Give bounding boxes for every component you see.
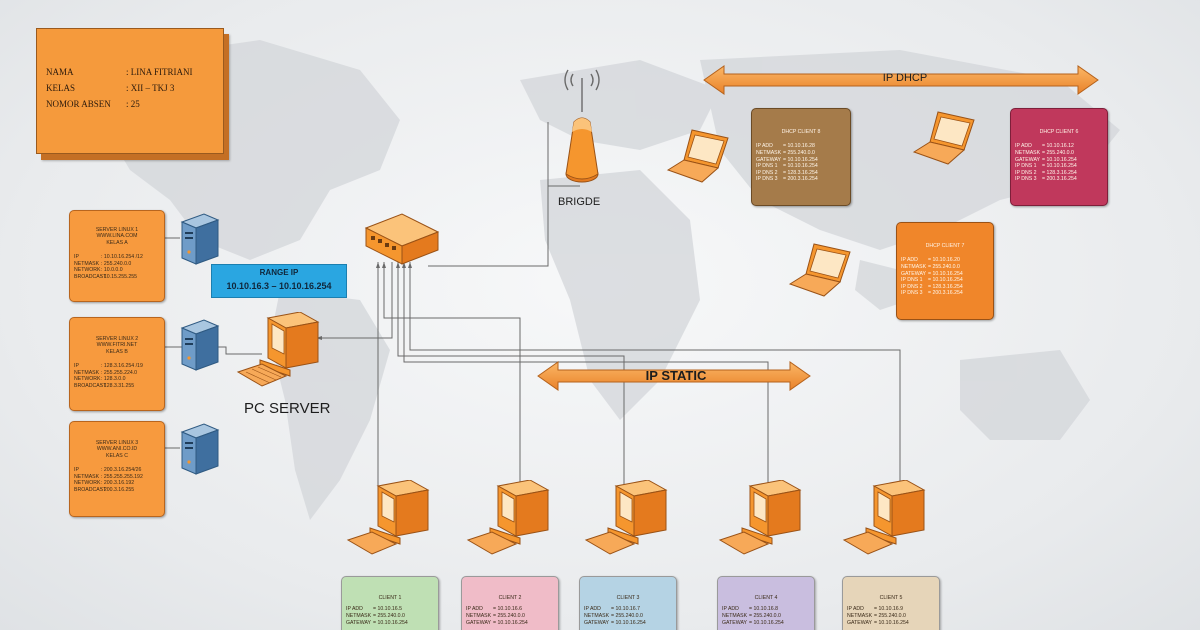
server-tower-icon xyxy=(180,423,220,475)
laptop-icon xyxy=(666,129,729,183)
wire-switch-server xyxy=(322,262,393,339)
client-2-card: CLIENT 2 IP ADD= 10.10.16.6 NETMASK= 255… xyxy=(461,576,559,630)
wire-client-5 xyxy=(409,262,901,488)
server-linux-1-card: SERVER LINUX 1 WWW.LINA.COM KELAS A IP: … xyxy=(69,210,165,302)
ip-static-arrow xyxy=(537,361,811,391)
server-linux-3-card: SERVER LINUX 3 WWW.ANI.CO.ID KELAS C IP:… xyxy=(69,421,165,517)
wire-bridge-switch xyxy=(428,122,580,267)
client-4-card: CLIENT 4 IP ADD= 10.10.16.8 NETMASK= 255… xyxy=(717,576,815,630)
laptop-icon xyxy=(912,111,975,165)
client-1-card: CLIENT 1 IP ADD= 10.10.16.5 NETMASK= 255… xyxy=(341,576,439,630)
bridge-antenna-icon xyxy=(564,69,600,183)
student-identity-card: NAMA: LINA FITRIANI KELAS: XII – TKJ 3 N… xyxy=(36,28,224,154)
range-ip-box: RANGE IP 10.10.16.3 – 10.10.16.254 xyxy=(211,264,347,298)
wire-client-3 xyxy=(397,262,625,488)
pc-icon xyxy=(842,480,926,555)
wire-client-2 xyxy=(383,262,521,488)
pc-icon xyxy=(718,480,802,555)
dhcp-client-8-card: DHCP CLIENT 8 IP ADD= 10.10.16.28 NETMAS… xyxy=(751,108,851,206)
laptop-icon xyxy=(788,243,851,297)
ip-dhcp-label: IP DHCP xyxy=(882,72,928,84)
pc-server-label: PC SERVER xyxy=(244,400,331,417)
dhcp-client-6-card: DHCP CLIENT 6 IP ADD= 10.10.16.12 NETMAS… xyxy=(1010,108,1108,206)
dhcp-client-7-card: DHCP CLIENT 7 IP ADD= 10.10.16.20 NETMAS… xyxy=(896,222,994,320)
ip-static-label: IP STATIC xyxy=(645,368,707,383)
client-3-card: CLIENT 3 IP ADD= 10.10.16.7 NETMASK= 255… xyxy=(579,576,677,630)
switch-icon xyxy=(364,213,440,265)
server-linux-2-card: SERVER LINUX 2 WWW.FITRI.NET KELAS B IP:… xyxy=(69,317,165,411)
server-tower-icon xyxy=(180,213,220,265)
pc-icon xyxy=(346,480,430,555)
bridge-label: BRIGDE xyxy=(558,196,601,208)
pc-icon xyxy=(584,480,668,555)
student-row-name: NAMA: LINA FITRIANI xyxy=(46,67,193,77)
ip-dhcp-arrow xyxy=(703,65,1099,95)
wire-client-4 xyxy=(403,262,769,488)
client-5-card: CLIENT 5 IP ADD= 10.10.16.9 NETMASK= 255… xyxy=(842,576,940,630)
pc-icon xyxy=(466,480,550,555)
student-row-class: KELAS: XII – TKJ 3 xyxy=(46,83,175,93)
student-row-number: NOMOR ABSEN: 25 xyxy=(46,99,140,109)
server-tower-icon xyxy=(180,319,220,371)
pc-icon xyxy=(236,312,320,387)
